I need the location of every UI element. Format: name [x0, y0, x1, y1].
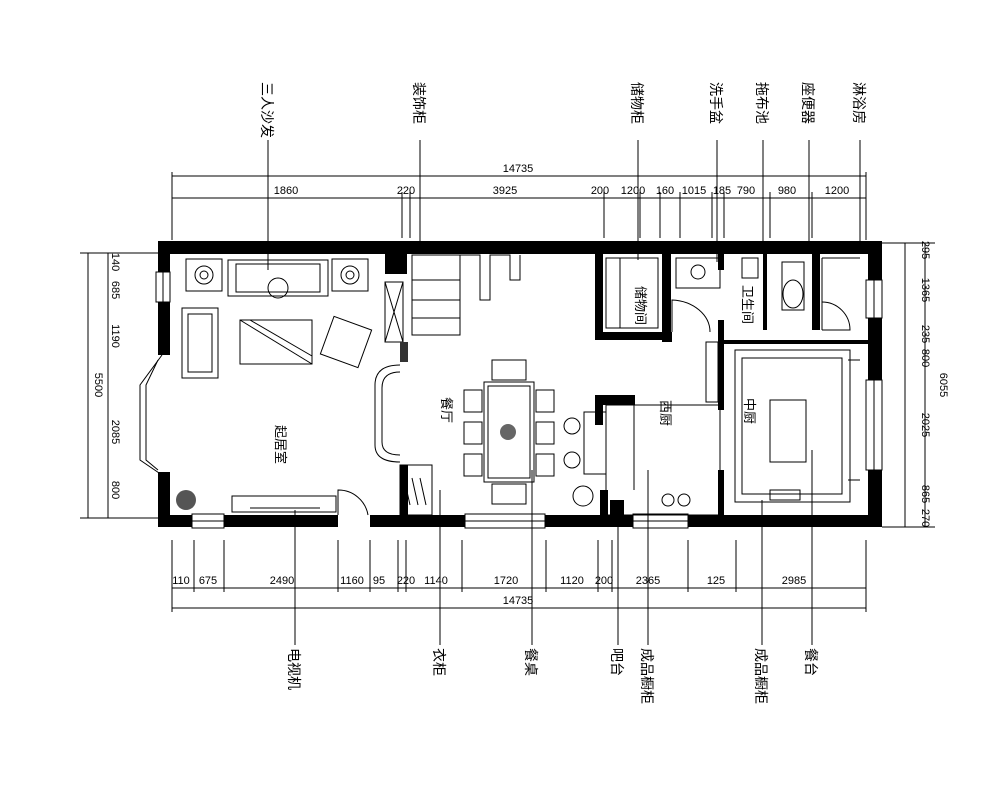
leader-lines [267, 140, 861, 645]
dim-right: 295 [919, 241, 931, 259]
bottom-label: 电视机 [285, 648, 301, 690]
dim-bottom: 675 [199, 575, 217, 587]
dim-bottom: 110 [172, 575, 190, 587]
dim-bottom: 1140 [424, 575, 448, 587]
dim-top: 790 [737, 185, 755, 197]
dim-left: 685 [109, 281, 121, 299]
living-room-furniture [176, 258, 408, 513]
top-label: 储物柜 [628, 82, 644, 124]
dim-top: 185 [713, 185, 731, 197]
room-living: 起居室 [272, 425, 288, 464]
room-chinese-kitchen: 中厨 [741, 398, 756, 424]
top-label: 座便器 [799, 82, 815, 124]
dim-top: 980 [778, 185, 796, 197]
top-label: 三人沙发 [258, 82, 274, 138]
dim-bottom: 1120 [560, 575, 584, 587]
dim-top: 3925 [493, 185, 517, 197]
dim-bottom: 200 [595, 575, 613, 587]
dim-right: 2025 [919, 413, 931, 437]
dim-bottom: 2365 [636, 575, 660, 587]
dim-right: 235 [919, 325, 931, 343]
storage-furniture [605, 257, 711, 333]
dim-bottom: 220 [397, 575, 415, 587]
bottom-label: 衣柜 [430, 648, 446, 676]
room-storage: 储物间 [632, 286, 647, 325]
bottom-label: 餐桌 [522, 648, 538, 676]
dimension-lines [80, 172, 935, 612]
dim-right: 270 [919, 509, 931, 527]
dim-bottom: 2985 [782, 575, 806, 587]
dim-top: 1860 [274, 185, 298, 197]
dim-bottom: 1720 [494, 575, 518, 587]
stairs [411, 254, 521, 336]
dim-bottom: 95 [373, 575, 385, 587]
dim-right: 1365 [919, 278, 931, 302]
bottom-label: 成品橱柜 [752, 648, 768, 704]
walls [139, 241, 883, 529]
dim-top: 160 [656, 185, 674, 197]
dim-right: 800 [919, 349, 931, 367]
dim-left-total: 5500 [92, 373, 104, 397]
dim-top: 1200 [825, 185, 849, 197]
bottom-label: 餐台 [802, 648, 818, 676]
dim-left: 2085 [109, 420, 121, 444]
dim-right: 865 [919, 485, 931, 503]
doors [337, 489, 369, 516]
dim-bottom: 1160 [340, 575, 364, 587]
room-bath: 卫生间 [739, 285, 754, 324]
dim-right-total: 6055 [937, 373, 949, 397]
top-label: 装饰柜 [410, 82, 426, 124]
room-dining: 餐厅 [438, 397, 454, 423]
dim-top-total: 14735 [503, 163, 534, 175]
bottom-labels: 电视机衣柜餐桌吧台成品橱柜成品橱柜餐台 [285, 648, 818, 704]
dim-top: 200 [591, 185, 609, 197]
dimension-text: 14735 14735 1860 220 3925 200 1200 160 1015 185… [92, 163, 949, 607]
top-label: 拖布池 [753, 82, 769, 124]
dim-left: 800 [109, 481, 121, 499]
dim-top: 1015 [682, 185, 706, 197]
dim-left: 1190 [109, 324, 121, 348]
bath-fixtures [675, 257, 860, 403]
room-labels: 起居室 餐厅 储物间 卫生间 西厨 中厨 [272, 285, 756, 464]
dim-top: 1200 [621, 185, 645, 197]
dim-left: 140 [109, 253, 121, 271]
dim-bottom: 2490 [270, 575, 294, 587]
room-west-kitchen: 西厨 [657, 400, 672, 426]
dining-furniture [399, 359, 607, 516]
top-label: 洗手盆 [707, 82, 723, 124]
top-label: 淋浴房 [850, 82, 866, 124]
dim-bottom: 125 [707, 575, 725, 587]
top-labels: 三人沙发 装饰柜 储物柜 洗手盆 拖布池 座便器 淋浴房 [258, 82, 866, 138]
bottom-label: 成品橱柜 [638, 648, 654, 704]
kitchen-fixtures [605, 349, 860, 516]
dim-top: 220 [397, 185, 415, 197]
dim-bottom-total: 14735 [503, 595, 534, 607]
bottom-label: 吧台 [608, 648, 624, 676]
